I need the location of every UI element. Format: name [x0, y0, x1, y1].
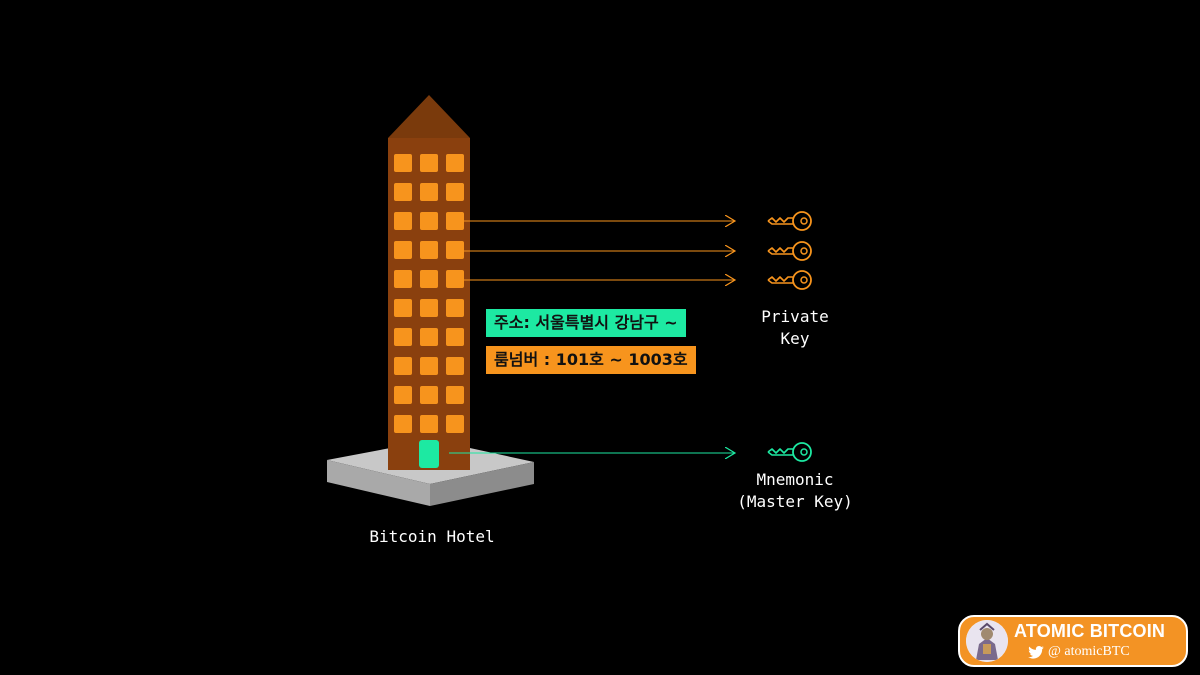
window-7-2: [420, 328, 438, 346]
building-tower: [388, 95, 470, 470]
window-10-1: [394, 415, 412, 433]
window-3-3: [446, 212, 464, 230]
brand-handle-row[interactable]: @ atomicBTC: [1028, 644, 1130, 660]
private-key-label-line2: Key: [780, 329, 810, 348]
address-tag: 주소: 서울특별시 강남구 ~: [486, 309, 686, 337]
window-1-2: [420, 154, 438, 172]
connector-lines: [449, 221, 735, 453]
window-8-2: [420, 357, 438, 375]
private-key-icon-1: [767, 211, 812, 231]
brand-title: ATOMIC BITCOIN: [1014, 621, 1166, 641]
window-5-2: [420, 270, 438, 288]
window-6-2: [420, 299, 438, 317]
window-2-1: [394, 183, 412, 201]
window-3-2: [420, 212, 438, 230]
window-2-3: [446, 183, 464, 201]
window-4-1: [394, 241, 412, 259]
brand-handle: @ atomicBTC: [1048, 644, 1130, 659]
window-7-3: [446, 328, 464, 346]
twitter-bird-icon: [1028, 645, 1044, 659]
window-10-3: [446, 415, 464, 433]
private-key-icon-3: [767, 270, 812, 290]
private-key-label: Private Key: [735, 306, 855, 350]
window-9-3: [446, 386, 464, 404]
window-2-2: [420, 183, 438, 201]
mnemonic-label: Mnemonic (Master Key): [725, 469, 865, 513]
private-key-label-line1: Private: [761, 307, 829, 326]
window-8-3: [446, 357, 464, 375]
window-4-3: [446, 241, 464, 259]
window-5-1: [394, 270, 412, 288]
window-1-3: [446, 154, 464, 172]
room-number-tag: 룸넘버 : 101호 ~ 1003호: [486, 346, 696, 374]
master-door: [419, 440, 439, 468]
window-6-1: [394, 299, 412, 317]
window-9-2: [420, 386, 438, 404]
building-caption: Bitcoin Hotel: [369, 527, 495, 546]
window-9-1: [394, 386, 412, 404]
window-8-1: [394, 357, 412, 375]
window-10-2: [420, 415, 438, 433]
mnemonic-label-line1: Mnemonic: [756, 470, 834, 489]
brand-badge[interactable]: ATOMIC BITCOIN @ atomicBTC: [958, 615, 1188, 667]
window-1-1: [394, 154, 412, 172]
mnemonic-key-icon: [767, 442, 812, 462]
window-3-1: [394, 212, 412, 230]
avatar: [966, 620, 1008, 662]
window-7-1: [394, 328, 412, 346]
window-6-3: [446, 299, 464, 317]
building-roof: [388, 95, 470, 138]
private-key-icon-2: [767, 241, 812, 261]
mnemonic-label-line2: (Master Key): [737, 492, 853, 511]
building-windows: [394, 154, 464, 433]
window-4-2: [420, 241, 438, 259]
window-5-3: [446, 270, 464, 288]
